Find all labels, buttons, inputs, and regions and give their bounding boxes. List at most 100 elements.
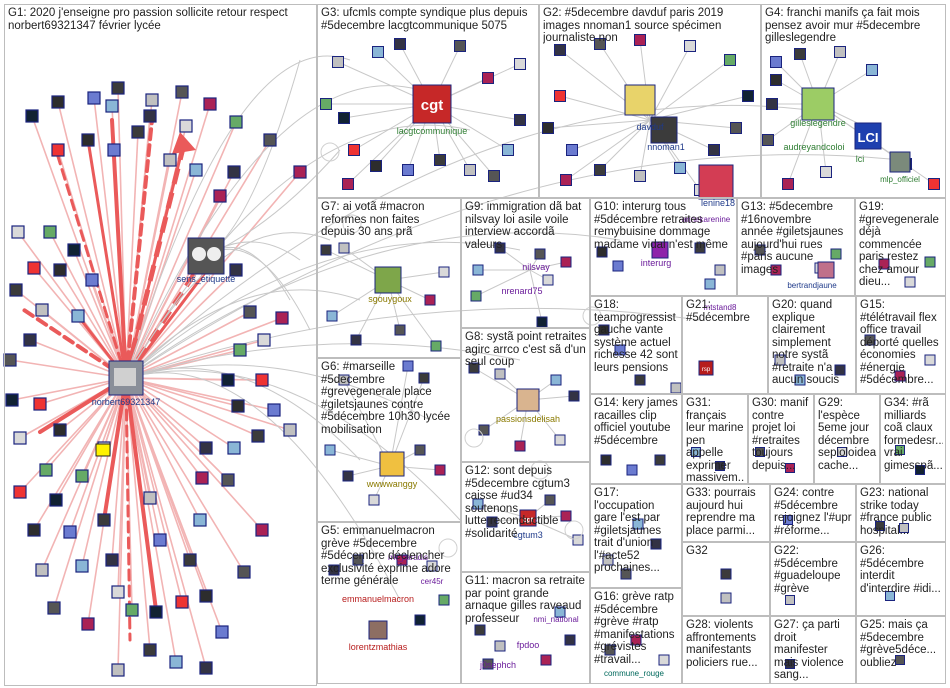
group-panel-g14: G14: kery james racailles clip officiel …: [590, 394, 682, 484]
hub-strong-edge: [102, 376, 128, 522]
g2-edge: [649, 45, 691, 121]
user-label-sens_etiquette: sens_etiquette: [177, 274, 236, 284]
g2-edge: [565, 119, 651, 181]
user-avatar-node: [614, 344, 626, 356]
user-avatar-node: [257, 333, 271, 347]
user-avatar-node: [203, 97, 217, 111]
group-title-g33: G33: pourrais aujourd hui reprendre ma p…: [686, 487, 756, 537]
user-label-cgtum3: cgtum3: [513, 530, 543, 540]
inter-group-edge: [125, 289, 361, 379]
user-avatar-node: [394, 38, 406, 50]
group-panel-g10: G10: interurg tous #5décembre retraites …: [590, 198, 737, 296]
user-avatar-node: [820, 166, 832, 178]
arrow-head-icon: [172, 132, 196, 154]
inter-group-edge: [125, 104, 811, 379]
user-avatar-node: [762, 134, 774, 146]
user-avatar-node: [215, 625, 229, 639]
user-avatar-node: [283, 423, 297, 437]
user-label-gilleslegendre: gilleslegendre: [790, 118, 846, 128]
user-avatar-node: [472, 498, 484, 510]
user-avatar-node: [111, 81, 125, 95]
user-avatar-node: [708, 144, 720, 156]
group-panel-g2: G2: #5decembre davduf paris 2019 images …: [539, 4, 761, 198]
user-avatar-node: [434, 154, 446, 166]
user-avatar-node: [766, 98, 778, 110]
user-avatar-node: [742, 90, 754, 102]
user-avatar-node: [924, 256, 936, 268]
user-avatar-node: [189, 163, 203, 177]
group-title-g4: G4: franchi manifs ça fait mois pensez a…: [765, 7, 921, 44]
inter-group-edge: [125, 154, 901, 379]
user-avatar-node: [352, 554, 364, 566]
user-avatar-node: [770, 56, 782, 68]
user-avatar-node: [494, 368, 506, 380]
inter-group-edge: [125, 372, 401, 601]
user-avatar-node: [612, 260, 624, 272]
user-avatar-node: [542, 274, 554, 286]
user-avatar-node: [75, 469, 89, 483]
user-avatar-node: [454, 40, 466, 52]
group-title-g2: G2: #5decembre davduf paris 2019 images …: [543, 7, 724, 44]
passionsdelisah-avatar: [516, 388, 540, 412]
group-title-g16: G16: grève ratp #5décembre #grève #ratp …: [594, 591, 675, 666]
group-title-g11: G11: macron sa retraite par point grande…: [465, 575, 585, 625]
user-avatar-node: [875, 521, 885, 531]
user-avatar-node: [691, 447, 701, 457]
group-panel-g31: G31: français leur marine pen appelle ex…: [682, 394, 748, 484]
user-avatar-node: [895, 445, 905, 455]
davduf-avatar: [624, 84, 656, 116]
group-title-g28: G28: violents affrontements manifestants…: [686, 619, 758, 669]
user-avatar-node: [49, 493, 63, 507]
group-title-g18: G18: teamprogressist gauche vante systèm…: [594, 299, 678, 374]
lorentzmathias-avatar: [368, 620, 388, 640]
user-avatar-node: [153, 533, 167, 547]
user-avatar-node: [33, 397, 47, 411]
user-avatar-node: [53, 263, 67, 277]
g2-edge: [571, 119, 651, 151]
group-title-g32: G32: [686, 545, 708, 557]
user-avatar-node: [227, 165, 241, 179]
group-panel-g1: G1: 2020 j'enseigne pro passion sollicit…: [4, 4, 317, 686]
user-avatar-node: [275, 311, 289, 325]
user-avatar-node: [5, 393, 19, 407]
hub-spoke-edge: [49, 231, 127, 379]
user-avatar-node: [53, 423, 67, 437]
user-avatar-node: [684, 40, 696, 52]
group-title-g13: G13: #5decembre #16novembre année #gilet…: [741, 201, 844, 276]
user-avatar-node: [348, 144, 360, 156]
group-title-g26: G26: #5décembre interdit d'interdire #id…: [860, 545, 941, 595]
user-avatar-node: [634, 34, 646, 46]
gilles-avatar: [801, 87, 835, 121]
group-title-g19: G19: #grevegenerale déjà commencée paris…: [859, 201, 939, 288]
user-avatar-node: [263, 133, 277, 147]
group-panel-g30: G30: manif contre projet loi #retraites …: [748, 394, 814, 484]
user-label-nmi_national: nmi_national: [533, 615, 579, 624]
group-title-g24: G24: contre #5décembre rejoignez l'#upr …: [774, 487, 852, 537]
user-avatar-node: [594, 38, 606, 50]
self-loop-edge: [564, 520, 584, 540]
user-avatar-node: [566, 144, 578, 156]
hub-spoke-edge: [125, 377, 245, 573]
hub-spoke-edge: [125, 377, 191, 561]
hub-avatar-detail: [114, 368, 136, 386]
user-avatar-node: [514, 58, 526, 70]
user-avatar-node: [482, 658, 494, 670]
user-label-nrenard75: nrenard75: [501, 286, 542, 296]
user-avatar-node: [394, 324, 406, 336]
g9-edge: [529, 261, 567, 271]
user-avatar-node: [430, 340, 442, 352]
user-avatar-node: [221, 373, 235, 387]
user-avatar-node: [332, 56, 344, 68]
bertrand-avatar: [817, 261, 835, 279]
user-avatar-node: [600, 454, 612, 466]
user-avatar-node: [71, 309, 85, 323]
hub-spoke-edge: [59, 269, 127, 379]
group-title-g29: G29: l'espèce 5eme jour décembre sepiolo…: [818, 397, 877, 472]
group-title-g8: G8: systã point retraites agirc arrco c'…: [465, 331, 587, 368]
mlp-avatar: [889, 151, 911, 173]
group-panel-g17: G17: l'occupation gare l'est par #gilets…: [590, 484, 682, 588]
group-panel-g23: G23: national strike today #france publi…: [856, 484, 946, 542]
user-avatar-node: [293, 165, 307, 179]
user-avatar-node: [27, 523, 41, 537]
user-avatar-node: [794, 48, 806, 60]
